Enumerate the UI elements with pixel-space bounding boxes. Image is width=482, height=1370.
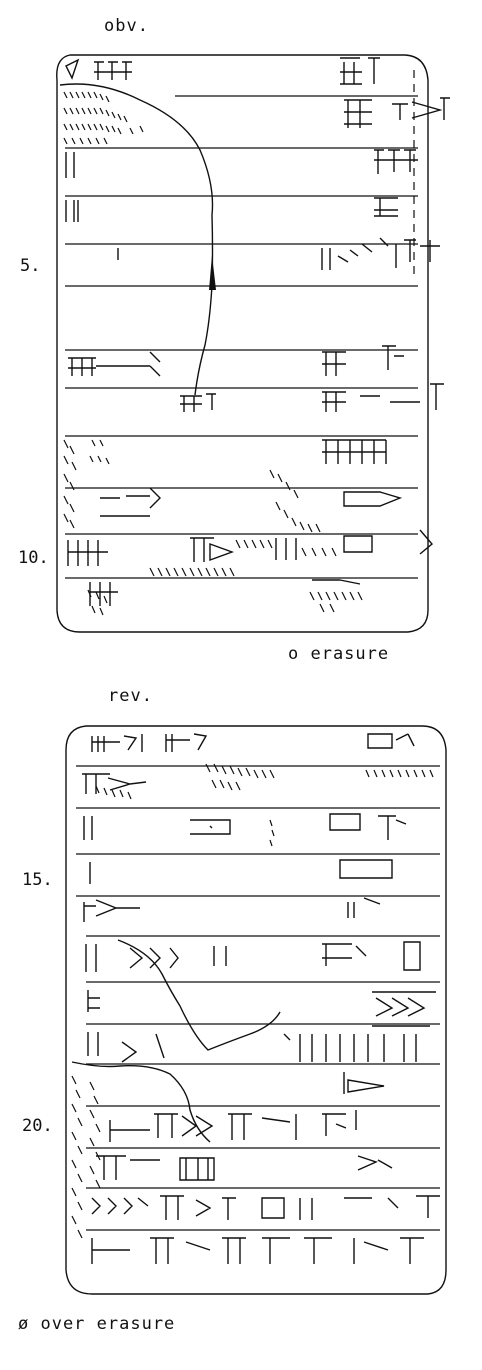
reverse-break-line-upper [117, 939, 281, 1051]
obverse-break-fill [209, 255, 216, 290]
obverse-ruling-lines [65, 95, 418, 579]
line-number-15: 15. [22, 870, 53, 890]
over-erasure-note: ø over erasure [18, 1314, 176, 1334]
obverse-damage-hatching [63, 91, 363, 616]
obverse-label: obv. [104, 16, 149, 36]
reverse-tablet-outline [65, 725, 447, 1295]
reverse-ruling-lines [76, 765, 440, 1231]
obverse-break-line [59, 83, 214, 396]
line-number-5: 5. [20, 256, 41, 276]
erasure-note: o erasure [288, 644, 390, 664]
reverse-tablet-drawing [65, 725, 447, 1295]
reverse-label: rev. [108, 686, 153, 706]
reverse-cuneiform-signs [82, 733, 440, 1264]
reverse-break-line-lower [71, 1061, 211, 1143]
line-number-20: 20. [22, 1116, 53, 1136]
obverse-tablet-outline [56, 54, 429, 633]
line-number-10: 10. [18, 548, 49, 568]
obverse-tablet-drawing [56, 54, 450, 633]
reverse-damage-hatching [71, 763, 434, 1239]
obverse-cuneiform-signs [65, 57, 450, 606]
